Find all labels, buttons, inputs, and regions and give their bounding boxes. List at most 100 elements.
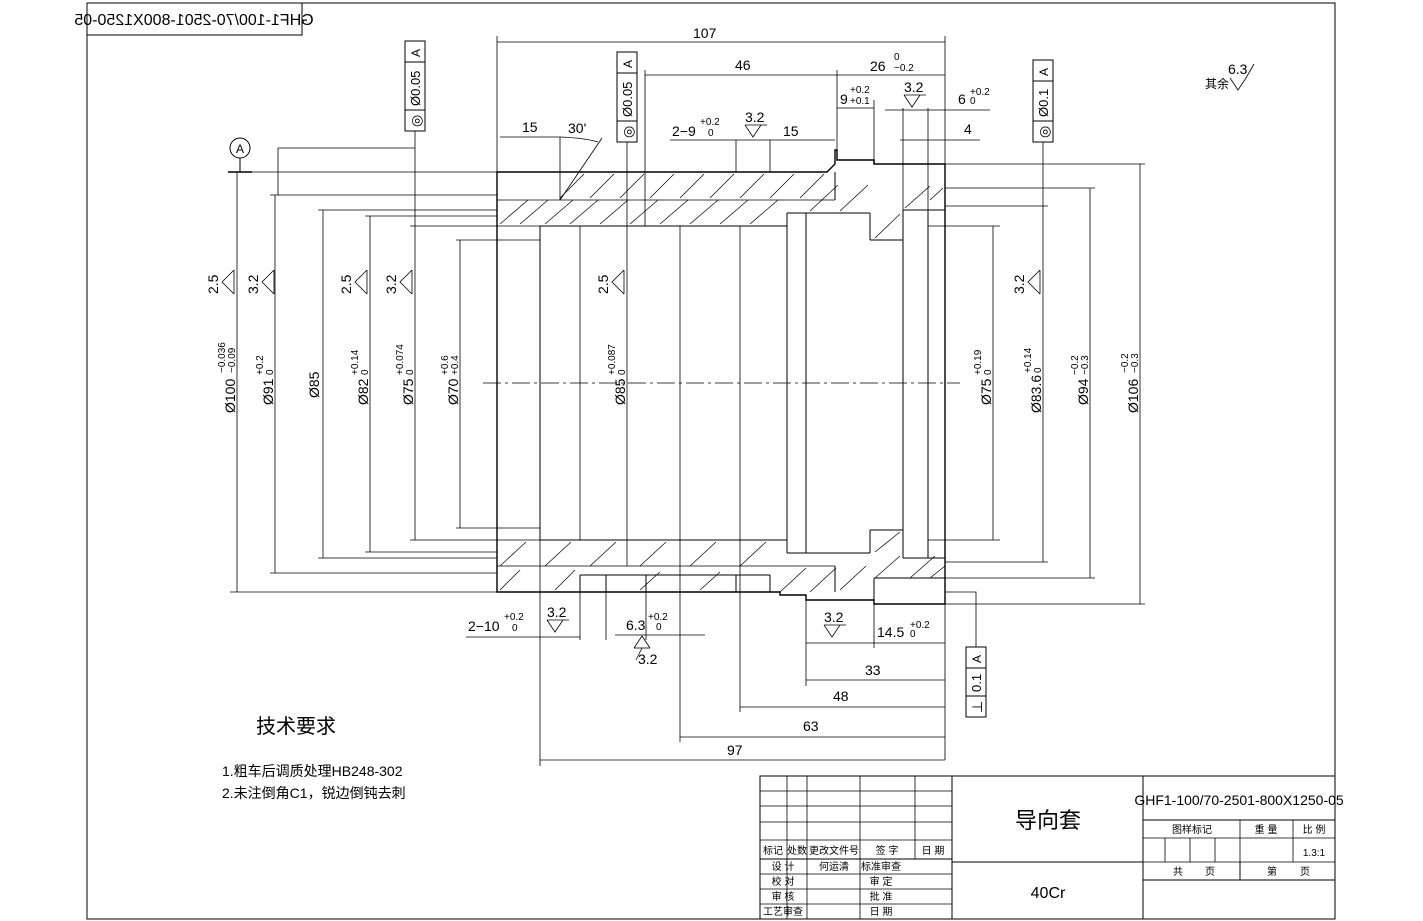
- roughness-symbol: 3.2: [903, 79, 926, 108]
- diameter-labels: Ø100 −0.036 −0.09 Ø91 +0.2 0 Ø85 Ø82 +0.…: [217, 342, 1141, 413]
- tolerance-frame-1: A Ø0.05 ◎: [404, 40, 426, 226]
- svg-text:3.2: 3.2: [904, 79, 924, 95]
- svg-text:+0.2: +0.2: [700, 117, 720, 128]
- svg-text:+0.074: +0.074: [395, 344, 406, 375]
- svg-text:2.5: 2.5: [205, 274, 221, 294]
- bottom-dimensions: 2−10 +0.2 0 3.2 6.3 +0.2 0 3.2 14.5 +0.2…: [466, 540, 946, 766]
- svg-text:Ø75: Ø75: [400, 378, 416, 405]
- svg-text:审 核: 审 核: [772, 890, 795, 903]
- top-dimensions: 107 46 26 0 −0.2 15 30' 2−9 +0.2 0 15 3.…: [496, 25, 990, 226]
- svg-text:−0.3: −0.3: [1080, 355, 1091, 375]
- svg-text:2−9: 2−9: [672, 123, 696, 139]
- svg-text:0: 0: [910, 629, 916, 640]
- svg-text:A: A: [970, 655, 984, 663]
- roughness-symbol: 3.2: [823, 609, 846, 638]
- tech-req-item: 1.粗车后调质处理HB248-302: [222, 763, 403, 779]
- svg-text:30': 30': [568, 120, 586, 136]
- dia-83-6: Ø83.6 +0.14 0: [1023, 347, 1044, 413]
- svg-text:9: 9: [840, 91, 848, 107]
- svg-text:+0.14: +0.14: [350, 349, 361, 375]
- svg-text:◎: ◎: [1036, 126, 1052, 138]
- svg-text:A: A: [1037, 68, 1051, 76]
- svg-text:Ø70: Ø70: [445, 378, 461, 405]
- drawing-number-mirrored-text: GHF1-100/70-2501-800X1250-05: [74, 12, 313, 29]
- svg-text:Ø85: Ø85: [306, 371, 322, 398]
- diameter-dimension-lines: [236, 164, 1141, 604]
- dia-91: Ø91 +0.2 0: [255, 355, 276, 405]
- roughness-symbol: 3.2: [546, 604, 569, 633]
- roughness-symbol: 3.2: [744, 109, 767, 138]
- svg-text:批 准: 批 准: [870, 890, 893, 903]
- svg-text:+0.19: +0.19: [973, 349, 984, 375]
- svg-text:⊥: ⊥: [969, 701, 985, 713]
- svg-text:+0.2: +0.2: [850, 85, 870, 96]
- svg-text:+0.2: +0.2: [255, 355, 266, 375]
- svg-text:页: 页: [1300, 866, 1310, 878]
- svg-text:97: 97: [727, 742, 743, 758]
- svg-text:0: 0: [360, 369, 371, 375]
- svg-text:◎: ◎: [408, 115, 424, 127]
- svg-text:+0.14: +0.14: [1023, 347, 1034, 373]
- svg-text:+0.4: +0.4: [450, 355, 461, 375]
- svg-text:A: A: [236, 142, 244, 156]
- svg-text:1.3:1: 1.3:1: [1303, 848, 1326, 859]
- tolerance-frame-3: A Ø0.1 ◎: [1032, 59, 1054, 206]
- svg-text:标准审查: 标准审查: [861, 860, 901, 873]
- part-outline: [230, 149, 1145, 605]
- svg-text:Ø91: Ø91: [260, 378, 276, 405]
- svg-text:日 期: 日 期: [870, 906, 893, 918]
- svg-text:46: 46: [735, 57, 751, 73]
- svg-text:+0.6: +0.6: [440, 355, 451, 375]
- svg-text:3.2: 3.2: [383, 274, 399, 294]
- roughness-other: 其余 6.3: [1205, 61, 1255, 91]
- dia-82: Ø82 +0.14 0: [350, 349, 371, 405]
- svg-text:3.2: 3.2: [1011, 274, 1027, 294]
- svg-text:3.2: 3.2: [638, 651, 658, 667]
- svg-text:图样标记: 图样标记: [1172, 823, 1212, 836]
- svg-text:0: 0: [656, 622, 662, 633]
- svg-text:+0.2: +0.2: [648, 612, 668, 623]
- svg-text:33: 33: [865, 662, 881, 678]
- svg-text:Ø82: Ø82: [355, 378, 371, 405]
- svg-text:0: 0: [983, 369, 994, 375]
- svg-text:校 对: 校 对: [772, 875, 795, 888]
- svg-text:0: 0: [708, 128, 714, 139]
- svg-text:Ø0.05: Ø0.05: [620, 82, 635, 117]
- svg-text:107: 107: [693, 25, 717, 41]
- svg-text:处数: 处数: [787, 844, 807, 857]
- svg-text:3.2: 3.2: [245, 274, 261, 294]
- svg-text:2.5: 2.5: [338, 274, 354, 294]
- svg-text:0: 0: [617, 369, 628, 375]
- svg-text:页: 页: [1205, 866, 1215, 878]
- svg-text:Ø106: Ø106: [1125, 379, 1141, 413]
- svg-text:26: 26: [870, 58, 886, 74]
- svg-text:4: 4: [964, 121, 972, 137]
- tech-req-item: 2.未注倒角C1，锐边倒钝去刺: [222, 785, 406, 801]
- svg-text:−0.2: −0.2: [1070, 355, 1081, 375]
- part-name: 导向套: [1015, 808, 1081, 833]
- svg-text:Ø0.05: Ø0.05: [408, 71, 423, 106]
- tech-req-title: 技术要求: [256, 715, 336, 738]
- svg-text:14.5: 14.5: [877, 624, 904, 640]
- svg-text:6: 6: [958, 91, 966, 107]
- svg-text:0: 0: [970, 96, 976, 107]
- svg-text:0: 0: [1033, 367, 1044, 373]
- roughness-symbol: 2.5: [595, 269, 625, 295]
- svg-text:15: 15: [522, 119, 538, 135]
- svg-text:−0.2: −0.2: [894, 63, 914, 74]
- svg-text:0: 0: [512, 623, 518, 634]
- datum-a-symbol: A: [228, 137, 252, 173]
- technical-requirements: 技术要求 1.粗车后调质处理HB248-302 2.未注倒角C1，锐边倒钝去刺: [222, 715, 406, 801]
- svg-text:标记: 标记: [763, 845, 783, 857]
- svg-text:+0.2: +0.2: [970, 87, 990, 98]
- svg-text:3.2: 3.2: [824, 609, 844, 625]
- dia-100: Ø100 −0.036 −0.09: [217, 342, 238, 413]
- svg-text:◎: ◎: [620, 126, 636, 138]
- svg-text:−0.2: −0.2: [1120, 353, 1131, 373]
- svg-text:6.3: 6.3: [626, 617, 646, 633]
- drawing-number: GHF1-100/70-2501-800X1250-05: [1134, 792, 1344, 808]
- svg-text:设 计: 设 计: [772, 860, 795, 873]
- dia-94: Ø94 −0.2 −0.3: [1070, 355, 1091, 405]
- svg-text:审 定: 审 定: [870, 875, 893, 888]
